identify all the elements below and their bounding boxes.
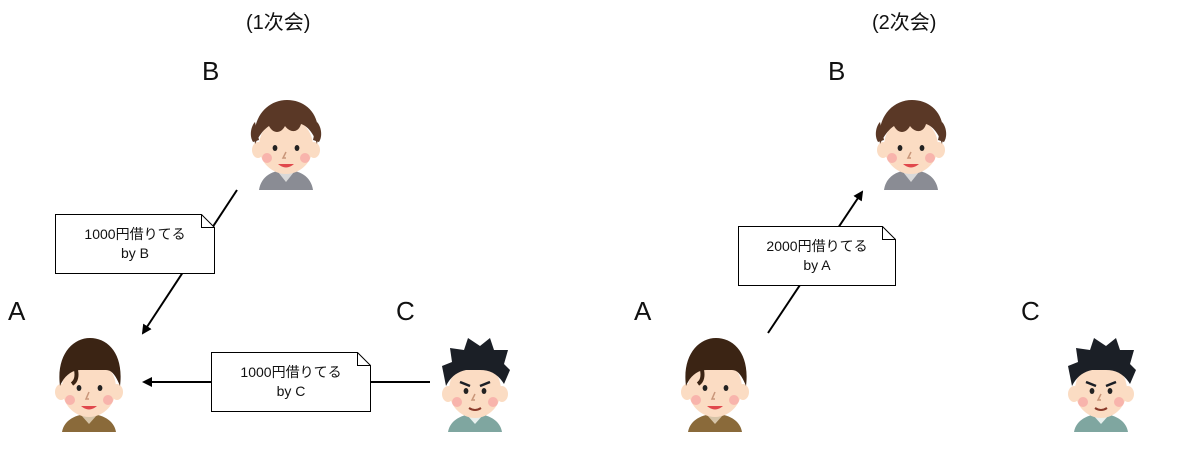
person-a-icon <box>55 338 123 432</box>
person-a-icon <box>681 338 749 432</box>
note-debt-b: 1000円借りてる by B <box>55 214 215 274</box>
note-amount: 2000円借りてる <box>766 238 868 254</box>
person-c-icon <box>1068 338 1136 432</box>
note-lender: by A <box>803 257 831 273</box>
person-label-b: B <box>828 56 846 86</box>
person-label-c: C <box>396 296 415 326</box>
person-label-b: B <box>202 56 220 86</box>
panel-title: (2次会) <box>872 12 937 34</box>
note-amount: 1000円借りてる <box>84 226 186 242</box>
person-label-a: A <box>634 296 652 326</box>
note-lender: by C <box>276 383 306 399</box>
note-amount: 1000円借りてる <box>240 364 342 380</box>
note-lender: by B <box>120 245 149 261</box>
person-label-a: A <box>8 296 26 326</box>
person-c-icon <box>442 338 510 432</box>
person-b-icon <box>875 100 947 190</box>
note-debt-a: 2000円借りてる by A <box>738 226 896 286</box>
note-debt-c: 1000円借りてる by C <box>211 352 371 412</box>
panel-title: (1次会) <box>246 12 311 34</box>
person-b-icon <box>250 100 322 190</box>
person-label-c: C <box>1021 296 1040 326</box>
